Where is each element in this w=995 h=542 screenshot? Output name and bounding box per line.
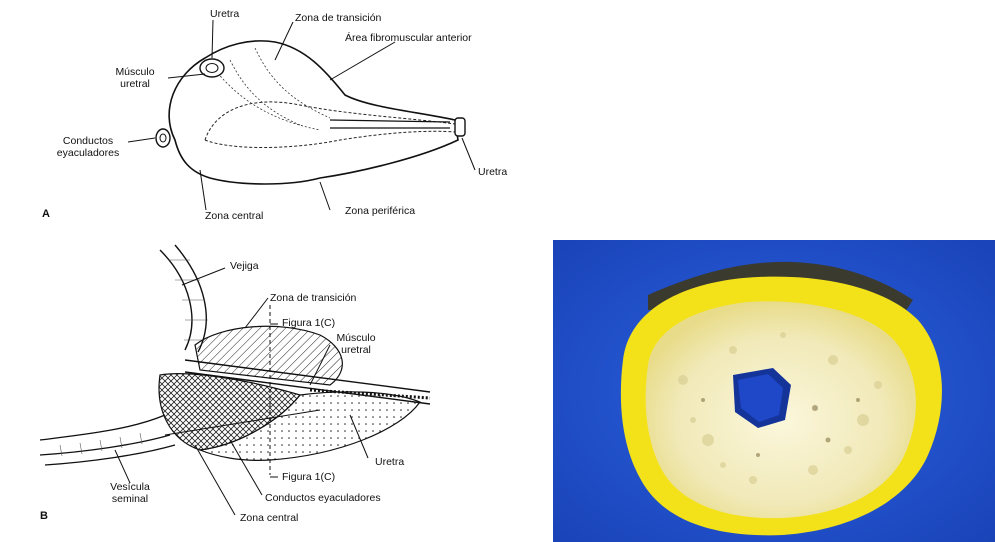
label-vesicula-seminal: Vesícula seminal bbox=[100, 481, 160, 505]
label-zona-central-b: Zona central bbox=[240, 512, 298, 524]
panel-letter-a: A bbox=[42, 208, 50, 220]
label-figura-top: Figura 1(C) bbox=[282, 317, 335, 329]
label-uretra-b: Uretra bbox=[375, 456, 404, 468]
label-uretra-top: Uretra bbox=[210, 8, 239, 20]
label-musculo-uretral-a: Músculo uretral bbox=[104, 66, 166, 90]
prostate-cross-section-photo bbox=[553, 240, 995, 542]
label-musculo-uretral-b: Músculo uretral bbox=[325, 332, 387, 356]
label-uretra-right: Uretra bbox=[478, 166, 507, 178]
label-zona-transicion-b: Zona de transición bbox=[270, 292, 356, 304]
label-conductos-eyaculadores-b: Conductos eyaculadores bbox=[265, 492, 381, 504]
panel-a: Uretra Zona de transición Área fibromusc… bbox=[0, 0, 545, 235]
label-figura-bottom: Figura 1(C) bbox=[282, 471, 335, 483]
label-zona-transicion-a: Zona de transición bbox=[295, 12, 381, 24]
panel-b: Vejiga Zona de transición Figura 1(C) Mú… bbox=[0, 240, 545, 542]
label-zona-periferica: Zona periférica bbox=[345, 205, 415, 217]
label-zona-central-a: Zona central bbox=[205, 210, 263, 222]
label-conductos-eyaculadores-a: Conductos eyaculadores bbox=[48, 135, 128, 159]
label-vejiga: Vejiga bbox=[230, 260, 259, 272]
label-area-fibromuscular: Área fibromuscular anterior bbox=[345, 32, 472, 44]
panel-letter-b: B bbox=[40, 510, 48, 522]
